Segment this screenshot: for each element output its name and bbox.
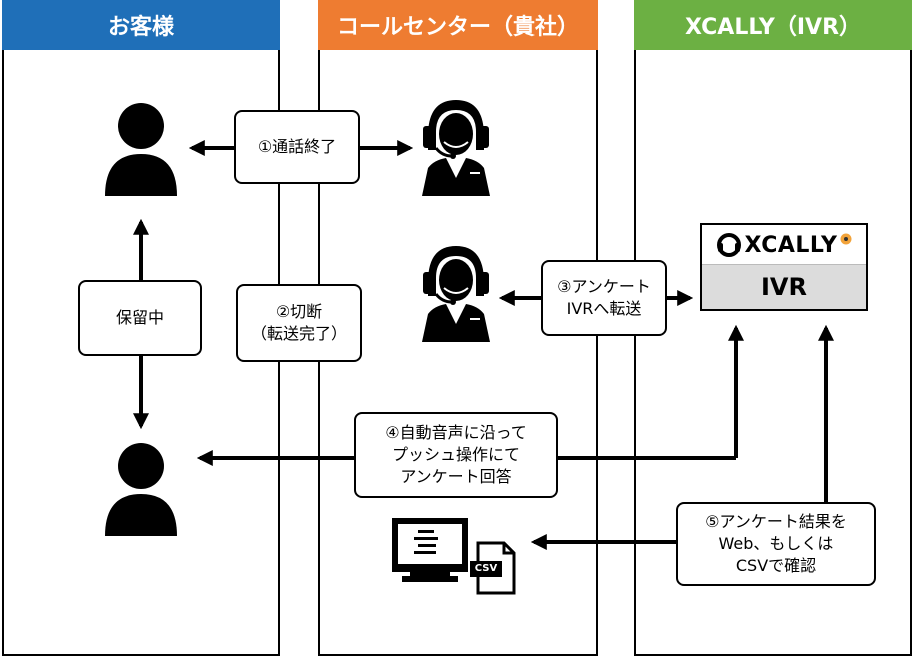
step-survey-answer-line1: ④自動音声に沿って bbox=[385, 423, 527, 442]
customer-icon bbox=[105, 443, 177, 536]
step-transfer-line1: ③アンケート bbox=[557, 277, 651, 296]
hold-label: 保留中 bbox=[115, 308, 164, 327]
csv-file-label: CSV bbox=[474, 563, 498, 574]
step-check-results-line2: Web、もしくは bbox=[718, 534, 834, 553]
hold-status: 保留中 bbox=[78, 280, 202, 356]
operator-headset-icon bbox=[422, 100, 490, 196]
customer-icon bbox=[105, 103, 177, 196]
lane-xcally-title: XCALLY（IVR） bbox=[684, 15, 862, 40]
xcally-logo-icon bbox=[716, 233, 741, 257]
step-transfer: ③アンケート IVRへ転送 bbox=[541, 260, 667, 336]
step-survey-answer: ④自動音声に沿って プッシュ操作にて アンケート回答 bbox=[354, 412, 558, 498]
step-check-results-line3: CSVで確認 bbox=[735, 556, 817, 575]
xcally-ivr-box: XCALLY IVR bbox=[700, 223, 868, 311]
xcally-logo-text: XCALLY bbox=[744, 232, 838, 258]
step-survey-answer-line2: プッシュ操作にて bbox=[391, 445, 520, 464]
lane-xcally-header: XCALLY（IVR） bbox=[634, 0, 912, 50]
step-transfer-line2: IVRへ転送 bbox=[566, 299, 642, 318]
xcally-logo-badge-icon bbox=[840, 233, 852, 245]
ivr-label: IVR bbox=[702, 264, 866, 309]
lane-customer-title: お客様 bbox=[107, 15, 174, 40]
step-disconnect-line1: ②切断 bbox=[275, 302, 323, 321]
step-call-end: ①通話終了 bbox=[234, 110, 360, 184]
operator-headset-icon bbox=[422, 246, 490, 342]
lane-customer-header: お客様 bbox=[2, 0, 280, 50]
lane-call-center-header: コールセンター（貴社） bbox=[318, 0, 598, 50]
xcally-logo: XCALLY bbox=[702, 225, 866, 265]
ivr-label-text: IVR bbox=[761, 273, 807, 301]
step-call-end-label: ①通話終了 bbox=[257, 137, 337, 156]
csv-file-icon: CSV bbox=[470, 541, 516, 595]
step-survey-answer-line3: アンケート回答 bbox=[400, 467, 512, 486]
step-disconnect-line2: （転送完了） bbox=[250, 324, 347, 343]
computer-monitor-icon bbox=[392, 518, 468, 582]
step-disconnect: ②切断 （転送完了） bbox=[236, 284, 362, 362]
step-check-results: ⑤アンケート結果を Web、もしくは CSVで確認 bbox=[676, 502, 876, 586]
step-check-results-line1: ⑤アンケート結果を bbox=[705, 512, 847, 531]
lane-call-center-title: コールセンター（貴社） bbox=[336, 15, 579, 40]
